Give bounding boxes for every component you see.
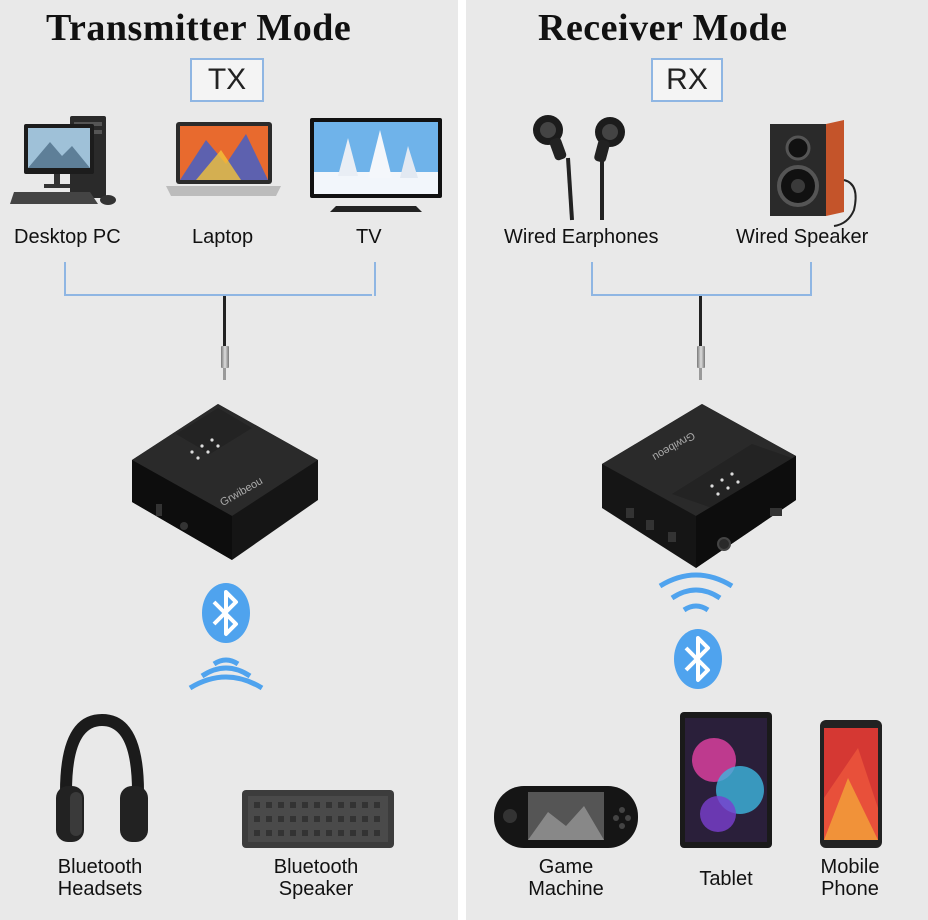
audio-adapter-icon xyxy=(132,404,318,560)
tx-tag: TX xyxy=(190,58,264,102)
earphones-icon xyxy=(533,115,625,221)
source-game-line1: Game xyxy=(538,856,594,878)
headphones-icon xyxy=(56,713,148,842)
source-label-game-machine: Game Machine xyxy=(506,856,626,900)
speaker-icon xyxy=(770,120,857,227)
output-bt-speaker-line2: Speaker xyxy=(278,878,354,900)
rx-bluetooth-icon xyxy=(674,629,722,689)
input-label-desktop-pc: Desktop PC xyxy=(14,226,121,248)
source-phone-line2: Phone xyxy=(821,878,879,900)
source-phone-line1: Mobile xyxy=(820,856,880,878)
rx-bracket-stem-left xyxy=(591,262,593,296)
panel-divider xyxy=(458,0,466,920)
output-label-bt-speaker: Bluetooth Speaker xyxy=(256,856,376,900)
bracket-stem-left xyxy=(64,262,66,296)
transmitter-title: Transmitter Mode xyxy=(46,7,352,49)
audio-plug-tip xyxy=(223,368,226,380)
mobile-phone-icon xyxy=(820,720,882,848)
wave-icon xyxy=(188,657,264,691)
bluetooth-speaker-icon xyxy=(242,790,394,848)
output-bracket xyxy=(591,262,810,296)
source-tablet-line1: Tablet xyxy=(699,868,753,890)
output-label-wired-speaker: Wired Speaker xyxy=(736,226,869,248)
output-bt-speaker-line1: Bluetooth xyxy=(273,856,359,878)
rx-audio-cable xyxy=(699,296,702,346)
output-label-headsets: Bluetooth Headsets xyxy=(40,856,160,900)
tablet-icon xyxy=(680,712,772,848)
source-label-mobile-phone: Mobile Phone xyxy=(790,856,910,900)
audio-cable xyxy=(223,296,226,346)
tv-icon xyxy=(310,118,442,212)
bluetooth-icon xyxy=(202,583,250,643)
source-game-line2: Machine xyxy=(528,878,604,900)
rx-audio-plug xyxy=(697,346,705,368)
output-label-wired-earphones: Wired Earphones xyxy=(504,226,659,248)
input-label-tv: TV xyxy=(356,226,382,248)
rx-wave-icon xyxy=(658,572,734,613)
desktop-pc-icon xyxy=(10,116,116,205)
rx-tag: RX xyxy=(651,58,723,102)
input-label-laptop: Laptop xyxy=(192,226,254,248)
output-headsets-line1: Bluetooth xyxy=(57,856,143,878)
rx-audio-plug-tip xyxy=(699,368,702,380)
audio-adapter-rx-icon xyxy=(602,404,796,568)
rx-bracket-stem-right xyxy=(810,262,812,296)
source-label-tablet: Tablet xyxy=(666,868,786,890)
receiver-title: Receiver Mode xyxy=(538,7,788,49)
output-headsets-line2: Headsets xyxy=(57,878,143,900)
bracket-stem-right xyxy=(374,262,376,296)
game-console-icon xyxy=(494,786,638,848)
input-bracket xyxy=(64,262,372,296)
laptop-icon xyxy=(166,122,281,196)
audio-plug xyxy=(221,346,229,368)
